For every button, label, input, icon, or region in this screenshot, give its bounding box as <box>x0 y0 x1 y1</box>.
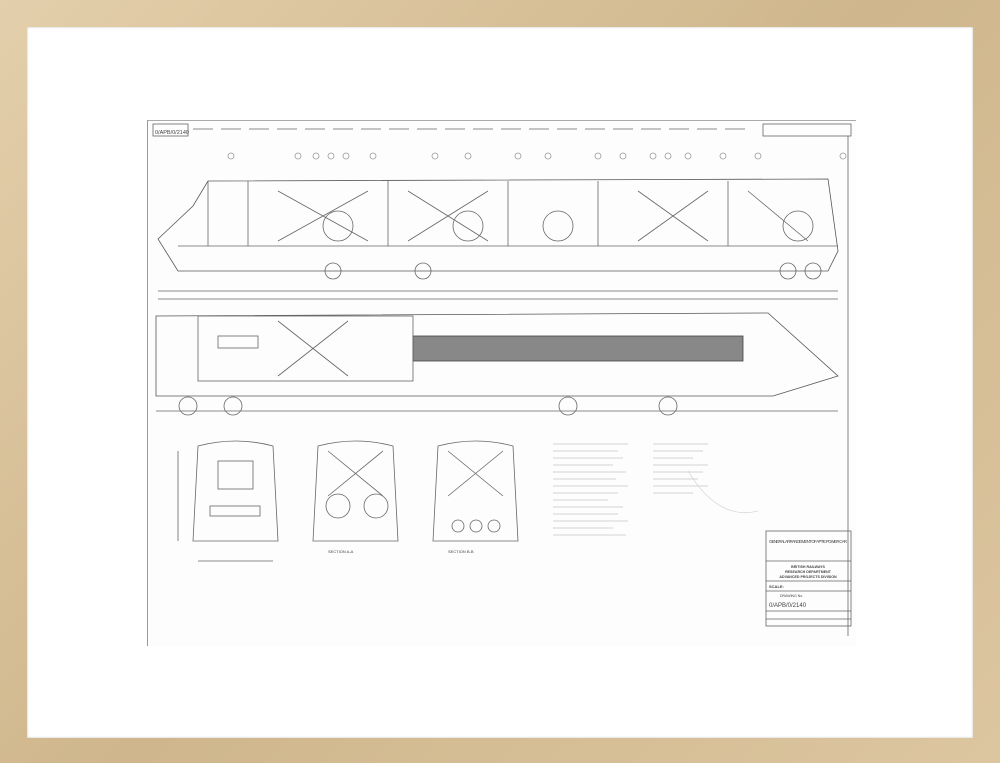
drawing-number: 0/APB/0/2140 <box>769 603 807 609</box>
drawing-number-top: 0/APB/0/2140 <box>155 130 189 136</box>
plan-view <box>155 312 839 416</box>
section-b-label: SECTION B-B <box>448 549 474 554</box>
drawing-svg: 0/APB/0/2140 SECTION A-A SECTION B-B GEN… <box>152 123 852 636</box>
section-a-a-view <box>312 440 399 542</box>
drawing-no-label: DRAWING No. <box>780 594 803 598</box>
org-line-3: ADVANCED PROJECTS DIVISION <box>779 575 837 579</box>
front-end-view <box>177 440 279 562</box>
drawing-title: GENERAL ARRANGEMENT OF APT-E POWER CAR <box>769 539 847 544</box>
side-elevation-view <box>157 178 839 300</box>
title-block <box>765 530 852 627</box>
section-b-b-view <box>432 440 519 542</box>
scale-label: SCALE: <box>769 584 784 589</box>
parts-legend <box>553 443 759 536</box>
engineering-drawing: 0/APB/0/2140 SECTION A-A SECTION B-B GEN… <box>147 120 856 646</box>
org-line-2: RESEARCH DEPARTMENT <box>785 570 832 574</box>
org-line-1: BRITISH RAILWAYS <box>791 565 825 569</box>
section-a-label: SECTION A-A <box>328 549 354 554</box>
drawing-number-box <box>152 123 189 137</box>
